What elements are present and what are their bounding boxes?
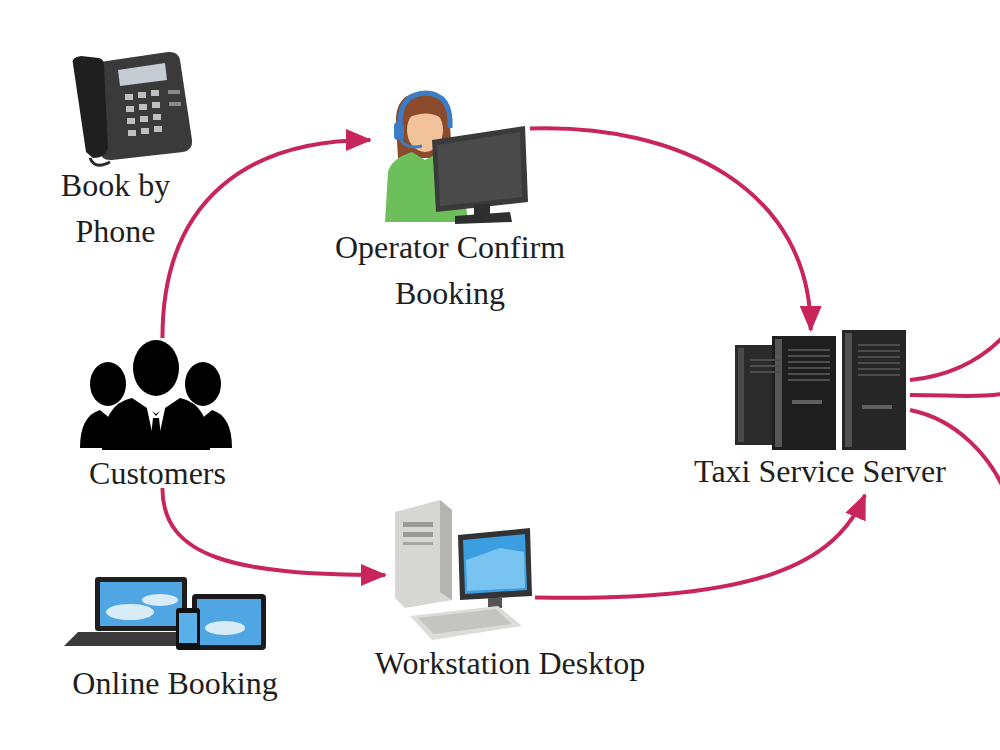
flow-arrow xyxy=(162,140,370,338)
flow-arrow xyxy=(535,495,865,598)
icon-node: Operator Confirm Booking xyxy=(370,88,530,223)
icon-node: Workstation Desktop xyxy=(385,498,535,638)
devices-icon xyxy=(64,577,266,650)
flow-arrow xyxy=(530,128,811,330)
node-label: Customers xyxy=(75,450,240,496)
icon-node: Taxi Service Server xyxy=(665,330,975,495)
flow-arrow xyxy=(162,488,385,575)
edge-label: Online Booking xyxy=(45,660,305,706)
node-label: Taxi Service Server xyxy=(665,448,975,494)
icon-node: Customers xyxy=(75,338,240,488)
workstation-icon xyxy=(395,500,532,640)
operator-icon xyxy=(385,92,528,224)
customers-icon xyxy=(80,340,232,450)
node-label: Operator Confirm Booking xyxy=(300,224,600,317)
edge-label: Book by Phone xyxy=(38,162,193,255)
phone-icon xyxy=(73,52,192,165)
server-icon xyxy=(735,330,906,450)
node-label: Workstation Desktop xyxy=(330,640,690,686)
